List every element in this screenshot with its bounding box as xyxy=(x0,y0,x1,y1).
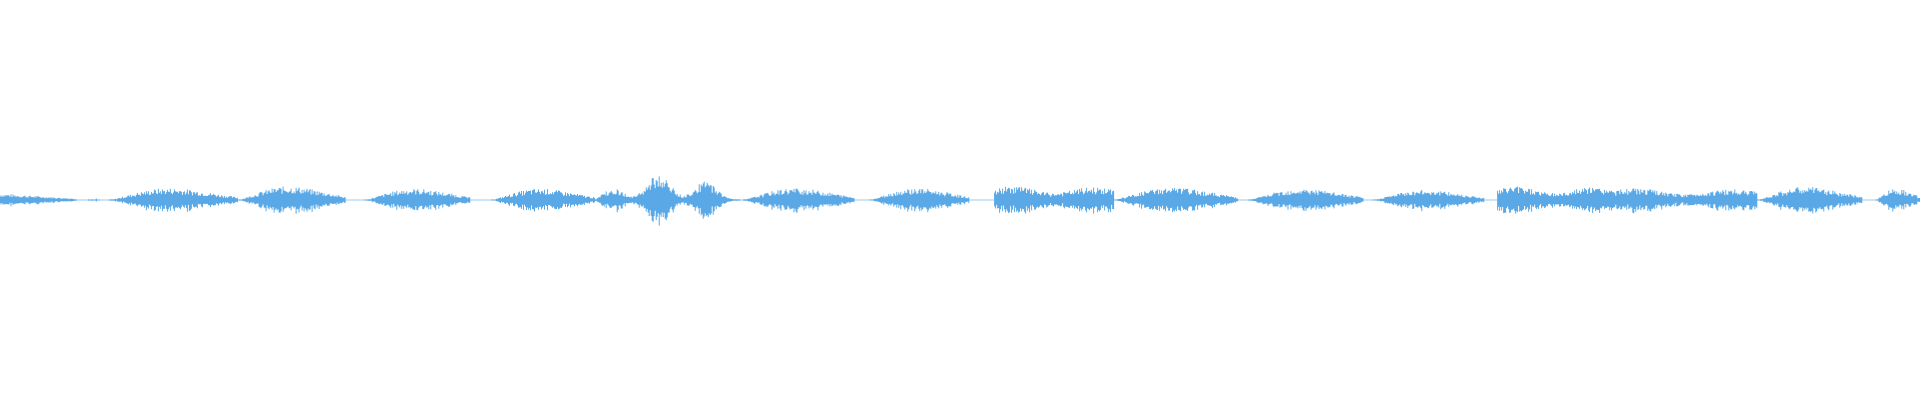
waveform-segment xyxy=(1113,188,1239,213)
waveform-segment xyxy=(742,188,855,213)
waveform-segment xyxy=(237,186,346,214)
waveform-segment xyxy=(0,194,77,207)
waveform-segment xyxy=(1372,190,1485,212)
waveform-segment xyxy=(1612,188,1758,214)
waveform-segment xyxy=(1756,187,1863,214)
waveform-segment xyxy=(108,188,238,212)
waveform-segment xyxy=(1247,189,1364,211)
waveform-segment xyxy=(364,189,471,211)
waveform-segment xyxy=(594,176,740,226)
waveform-segment xyxy=(491,189,595,212)
waveform-segment xyxy=(869,189,970,213)
waveform-segment xyxy=(994,186,1115,214)
waveform-segment xyxy=(1875,189,1920,212)
waveform-segment xyxy=(1497,186,1614,214)
waveform-segment xyxy=(87,198,100,202)
waveform-bars xyxy=(0,176,1920,226)
